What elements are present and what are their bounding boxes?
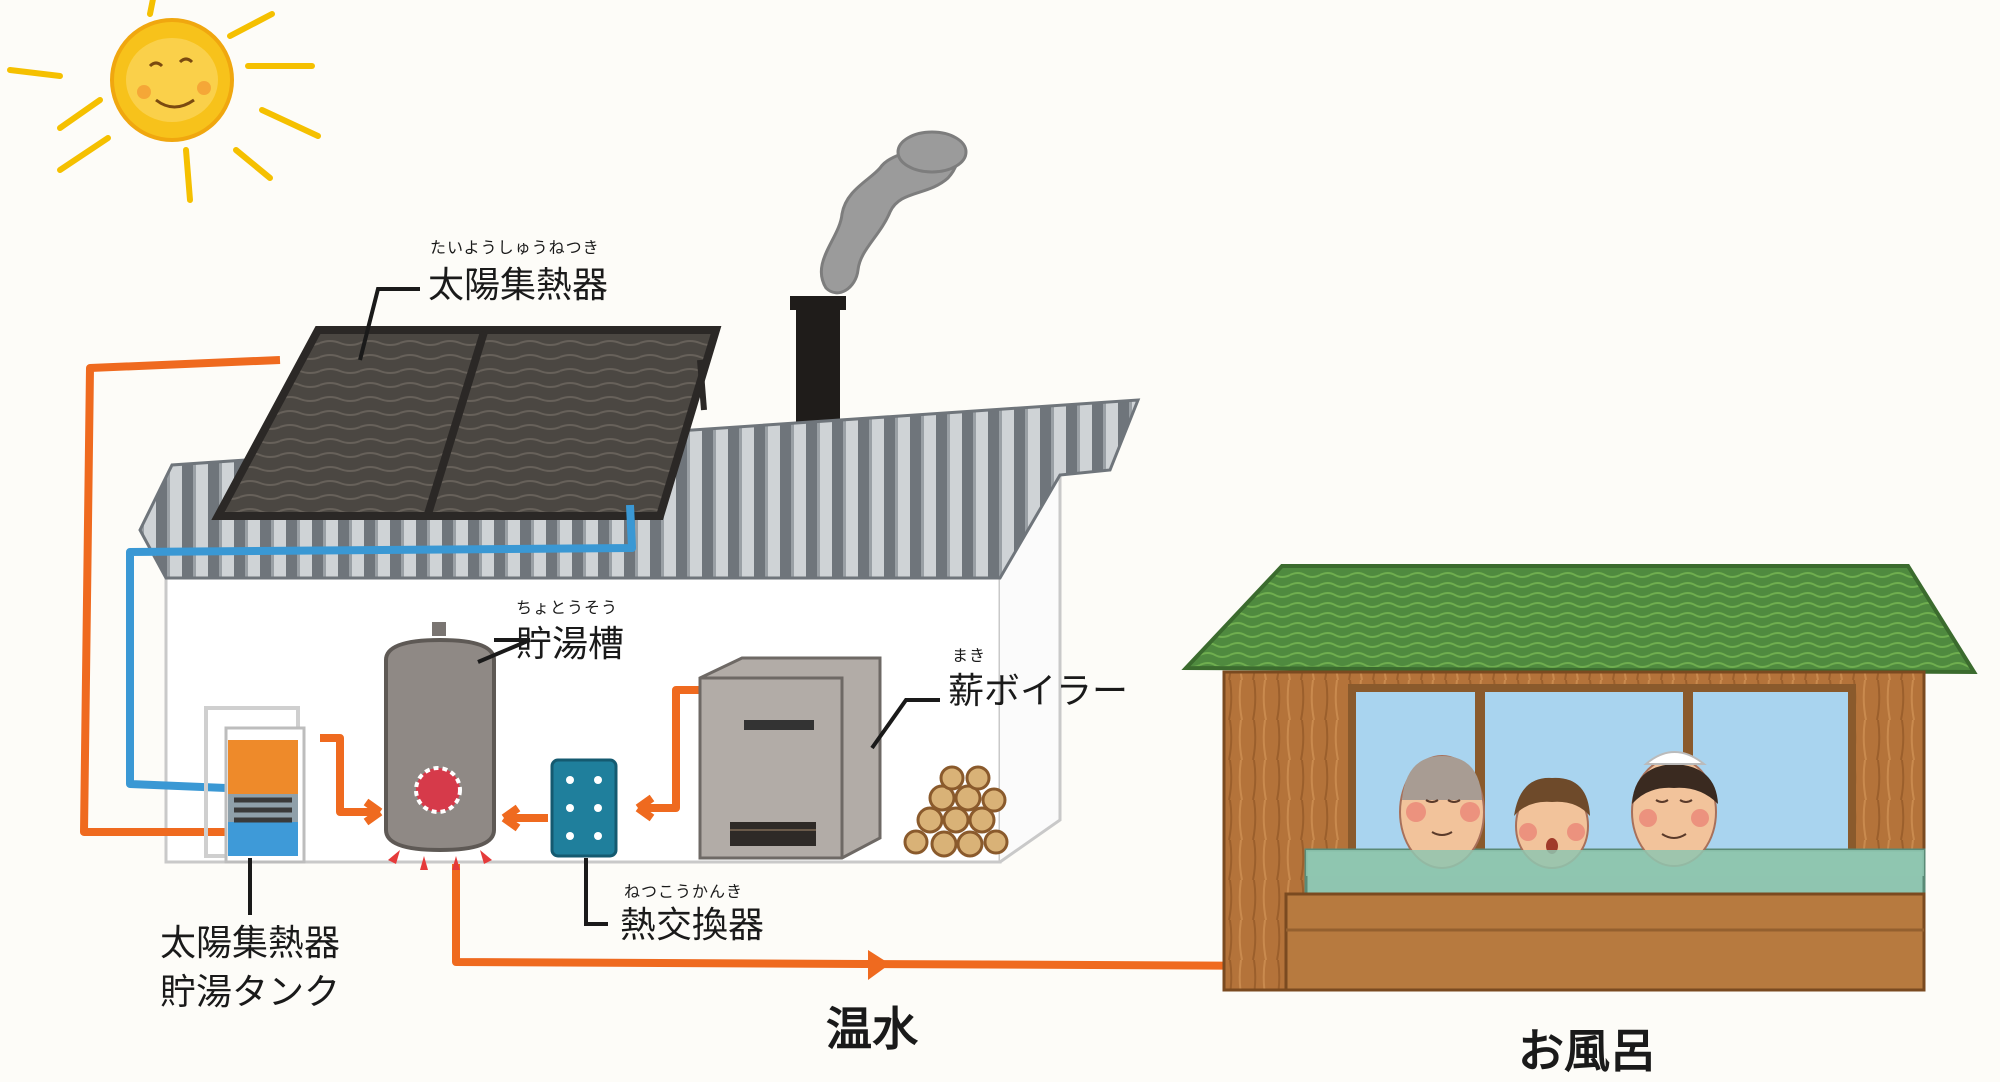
bather-child (1514, 777, 1590, 869)
solar-tank-label-line2: 貯湯タンク (160, 971, 341, 1013)
heat-exchanger (550, 758, 618, 858)
solar-collector-ruby: たいようしゅうねつき (430, 238, 600, 257)
storage-tank-label: 貯湯槽 (516, 624, 625, 665)
bather-elder (1399, 755, 1485, 869)
hot-water-storage-tank (384, 622, 496, 870)
cold-water-pipe (126, 504, 636, 792)
solar-collector-label: 太陽集熱器 (428, 265, 609, 306)
wood-boiler (698, 656, 882, 860)
flow-arrow-icon (868, 950, 890, 980)
bathers (1306, 751, 1924, 876)
wood-boiler-label: 薪ボイラー (948, 671, 1129, 712)
solar-tank-label: 太陽集熱器 貯湯タンク (160, 920, 340, 1017)
bathhouse (1181, 564, 1978, 992)
bath-label: お風呂 (1518, 1024, 1656, 1078)
solar-storage-tank (204, 706, 306, 864)
storage-tank-ruby: ちょとうそう (516, 598, 619, 617)
smoke-icon (819, 130, 968, 295)
heat-exchanger-label: 熱交換器 (620, 905, 765, 946)
solar-collector-panel (211, 326, 722, 520)
wood-boiler-ruby: まき (952, 646, 987, 665)
solar-tank-label-line1: 太陽集熱器 (160, 923, 341, 964)
heat-exchanger-ruby: ねつこうかんき (624, 882, 744, 901)
hot-water-pipe (80, 356, 1293, 970)
leader-lines (248, 287, 940, 926)
hot-water-label: 温水 (826, 1002, 918, 1056)
firewood-icon (903, 765, 1009, 858)
sun-icon (7, 0, 321, 203)
